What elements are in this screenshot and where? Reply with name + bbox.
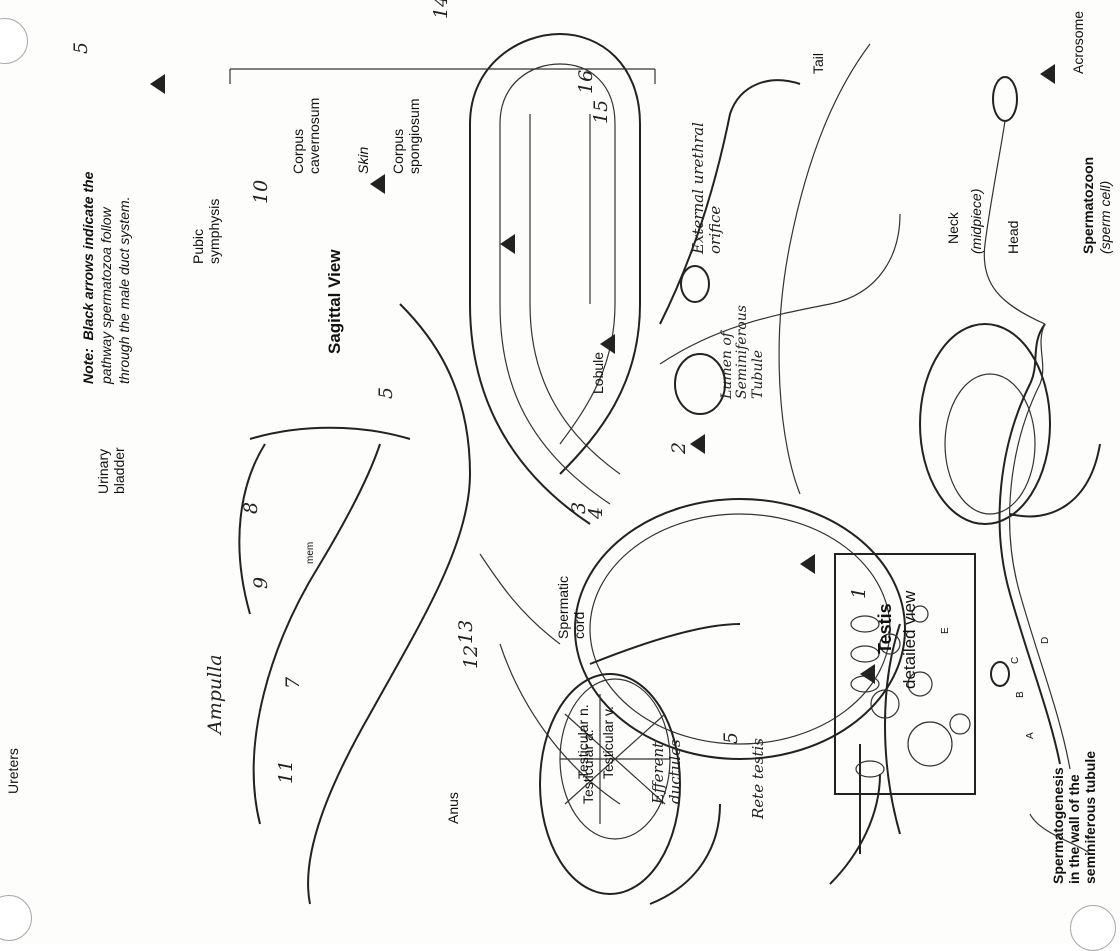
number-11: 11 bbox=[275, 760, 297, 784]
cell-a: A bbox=[1025, 732, 1037, 739]
label-corpus-cavernosum: Corpus cavernosum bbox=[290, 98, 322, 174]
label-spermatogenesis: Spermatogenesis in the wall of the semin… bbox=[1050, 751, 1098, 884]
number-12: 12 bbox=[460, 645, 482, 669]
number-15: 15 bbox=[590, 100, 612, 124]
membranous-urethra-mem: mem bbox=[305, 542, 317, 564]
note-line-2: pathway spermatozoa follow bbox=[98, 207, 114, 384]
number-16: 16 bbox=[575, 70, 597, 94]
number-13: 13 bbox=[455, 620, 477, 644]
note-line-1: Note: Black arrows indicate the bbox=[80, 172, 96, 384]
label-urinary-bladder: Urinary bladder bbox=[95, 447, 127, 494]
label-spermatozoon: Spermatozoon bbox=[1080, 157, 1096, 254]
label-testicular-v: Testicular v. bbox=[600, 706, 616, 779]
label-spermatic-cord: Spermatic cord bbox=[555, 576, 587, 639]
cell-c: C bbox=[1010, 657, 1022, 664]
number-14: 14 bbox=[430, 0, 452, 19]
label-midpiece: (midpiece) bbox=[968, 189, 984, 254]
cell-d: D bbox=[1040, 637, 1052, 644]
cell-e: E bbox=[940, 627, 952, 634]
handwritten-efferent-ductules: Efferent ductules bbox=[650, 739, 683, 804]
handwritten-external-urethral-orifice: External urethral orifice bbox=[690, 122, 723, 254]
label-testis: Testis bbox=[875, 603, 896, 654]
label-testicular-a: Testicular a. bbox=[580, 729, 596, 804]
handwritten-lumen: Lumen of Seminiferous Tubule bbox=[720, 305, 766, 399]
label-pubic-symphysis: Pubic symphysis bbox=[190, 199, 222, 264]
number-8: 8 bbox=[240, 502, 262, 514]
label-anus: Anus bbox=[445, 792, 461, 824]
label-sperm-cell: (sperm cell) bbox=[1097, 181, 1113, 254]
label-acrosome: Acrosome bbox=[1070, 11, 1086, 74]
label-skin: Skin bbox=[355, 147, 371, 174]
label-lobule: Lobule bbox=[590, 352, 606, 394]
number-1: 1 bbox=[848, 587, 870, 599]
label-corpus-spongiosum: Corpus spongiosum bbox=[390, 99, 422, 175]
number-7: 7 bbox=[282, 677, 304, 689]
number-5-sagittal: 5 bbox=[375, 387, 397, 399]
handwritten-ampulla: Ampulla bbox=[205, 654, 226, 734]
sperm-cell-drawing bbox=[984, 77, 1090, 854]
number-5-bladder: 5 bbox=[70, 42, 92, 54]
label-ureters: Ureters bbox=[5, 748, 21, 794]
number-9: 9 bbox=[250, 577, 272, 589]
label-neck: Neck bbox=[945, 212, 961, 244]
cell-b: B bbox=[1015, 691, 1027, 698]
number-5-cord: 5 bbox=[720, 732, 742, 744]
handwritten-rete-testis: Rete testis bbox=[750, 738, 767, 819]
note-line-3: through the male duct system. bbox=[116, 196, 132, 384]
label-head: Head bbox=[1005, 221, 1021, 254]
label-sagittal-view: Sagittal View bbox=[325, 249, 345, 354]
number-4: 4 bbox=[585, 507, 607, 519]
number-2: 2 bbox=[668, 442, 690, 454]
label-tail: Tail bbox=[810, 53, 826, 74]
label-detailed-view: detailed view bbox=[900, 591, 920, 689]
number-10: 10 bbox=[250, 180, 272, 204]
